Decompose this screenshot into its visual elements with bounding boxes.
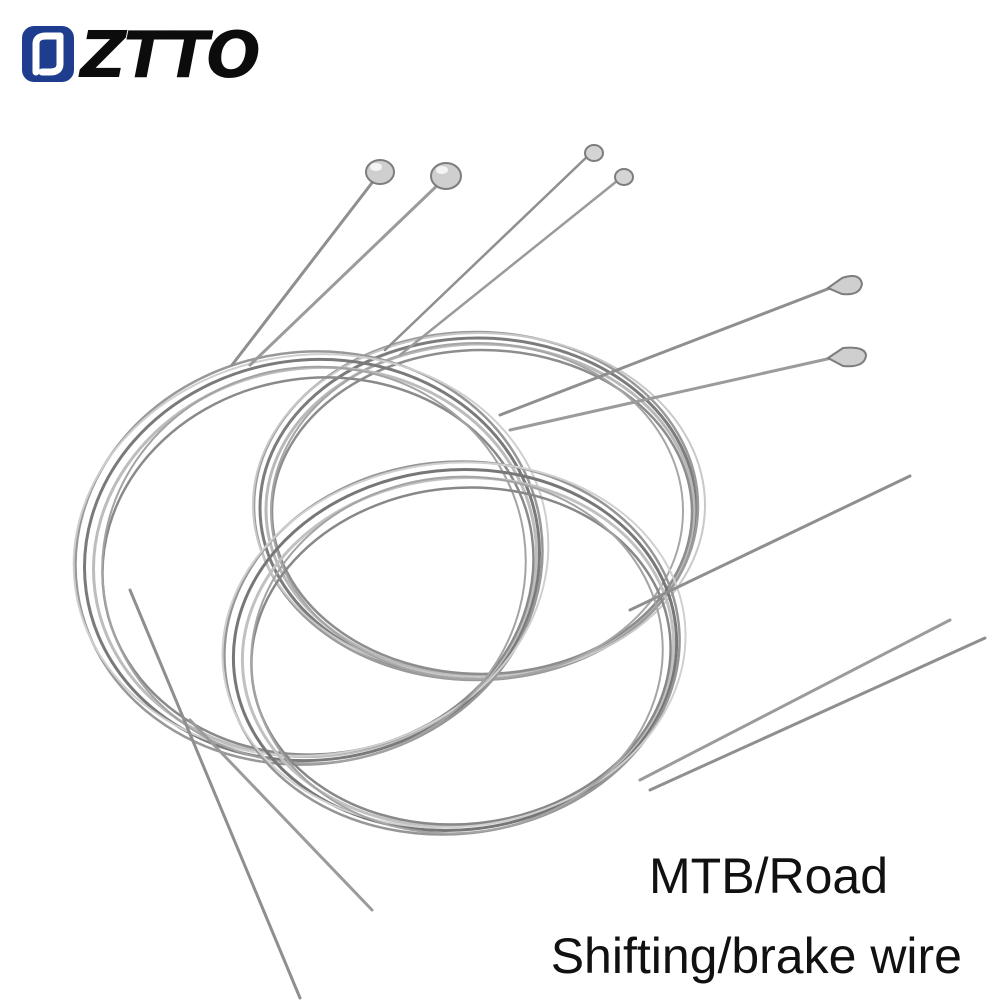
logo-emblem-icon xyxy=(22,26,74,82)
pear-cap-icon xyxy=(826,346,868,368)
barrel-cap-icon xyxy=(584,144,604,162)
ztto-logo: ZTTO xyxy=(22,22,262,86)
cable-cap-icons xyxy=(365,144,868,368)
barrel-cap-icon xyxy=(614,168,634,186)
caption-line-1: MTB/Road xyxy=(649,848,888,904)
cable-coil-left xyxy=(72,350,550,766)
cable-coil-front xyxy=(221,460,687,836)
pear-cap-icon xyxy=(825,275,864,296)
barrel-cap-icon xyxy=(365,159,395,185)
caption-line-2: Shifting/brake wire xyxy=(550,928,962,984)
logo-wordmark: ZTTO xyxy=(78,22,259,86)
cable-coil-back xyxy=(252,330,706,682)
barrel-cap-icon xyxy=(430,162,462,190)
cable-ends-loose xyxy=(128,474,987,1000)
cable-ends-top xyxy=(230,150,847,432)
